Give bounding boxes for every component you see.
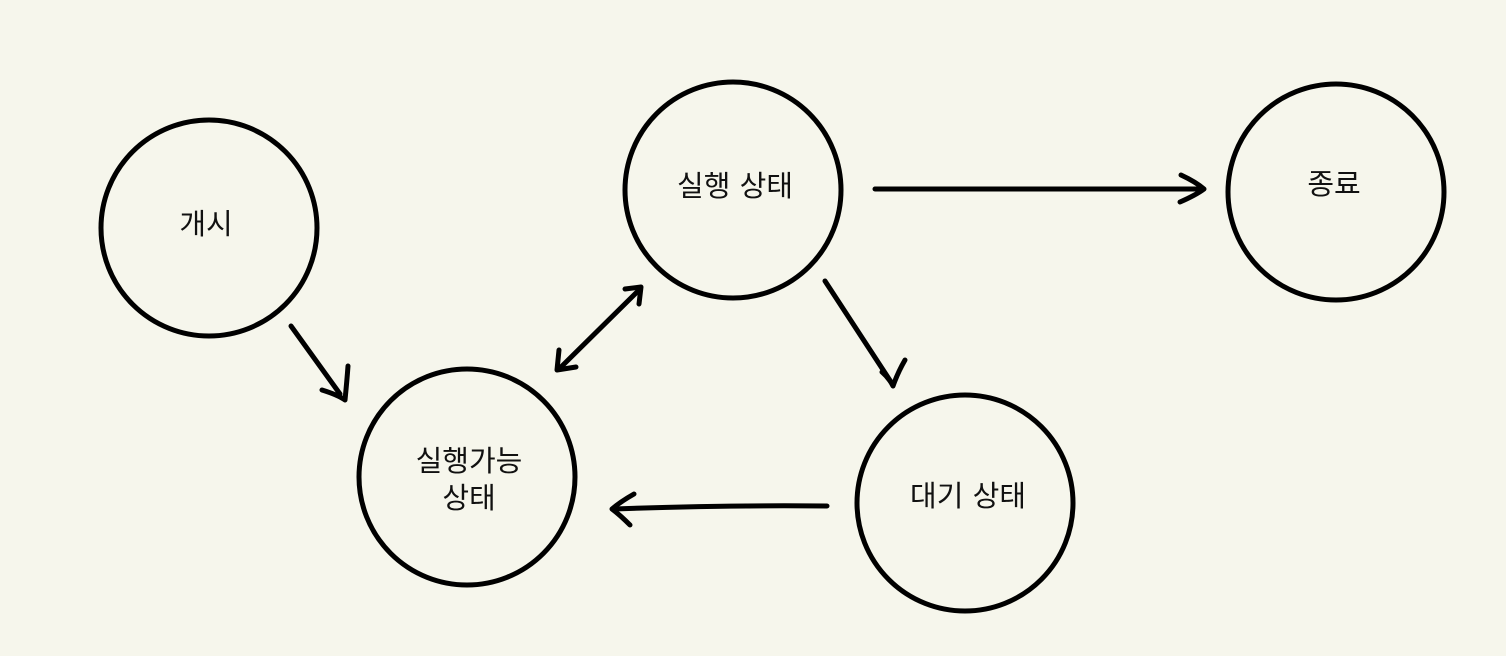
- edge-waiting-to-ready-line: [611, 503, 830, 512]
- node-running: 실행 상태: [622, 79, 844, 301]
- edge-ready-running: [554, 284, 644, 373]
- node-terminated: 종료: [1225, 81, 1447, 303]
- edge-running-to-waiting-line: [822, 278, 894, 385]
- edge-running-to-terminated: [872, 172, 1207, 205]
- node-start-circle: [98, 117, 320, 339]
- node-running-label: 실행 상태: [677, 169, 793, 203]
- edge-running-to-terminated-arrowhead: [1177, 172, 1207, 205]
- edge-start-to-ready-line: [288, 323, 343, 397]
- node-waiting-label: 대기 상태: [910, 479, 1026, 513]
- edge-ready-running-arrowhead-top: [622, 284, 644, 307]
- edge-start-to-ready-arrowhead: [319, 363, 351, 403]
- node-ready: 실행가능 상태: [356, 366, 578, 588]
- node-ready-label-line-1: 실행가능: [416, 444, 523, 478]
- node-waiting: 대기 상태: [854, 392, 1076, 614]
- edge-waiting-to-ready: [609, 491, 830, 528]
- edge-ready-running-line: [556, 287, 642, 372]
- node-terminated-circle: [1225, 81, 1447, 303]
- edge-start-to-ready: [288, 323, 351, 403]
- node-terminated-label: 종료: [1307, 167, 1360, 201]
- edge-running-to-waiting: [822, 278, 908, 389]
- edge-waiting-to-ready-arrowhead: [609, 491, 637, 528]
- node-ready-label-line-2: 상태: [442, 481, 495, 515]
- edge-ready-running-arrowhead-bottom: [554, 347, 579, 373]
- node-start: 개시: [98, 117, 320, 339]
- edge-running-to-waiting-arrowhead: [879, 357, 908, 389]
- node-running-circle: [622, 79, 844, 301]
- node-waiting-circle: [854, 392, 1076, 614]
- node-ready-circle: [356, 366, 578, 588]
- node-start-label: 개시: [179, 207, 232, 241]
